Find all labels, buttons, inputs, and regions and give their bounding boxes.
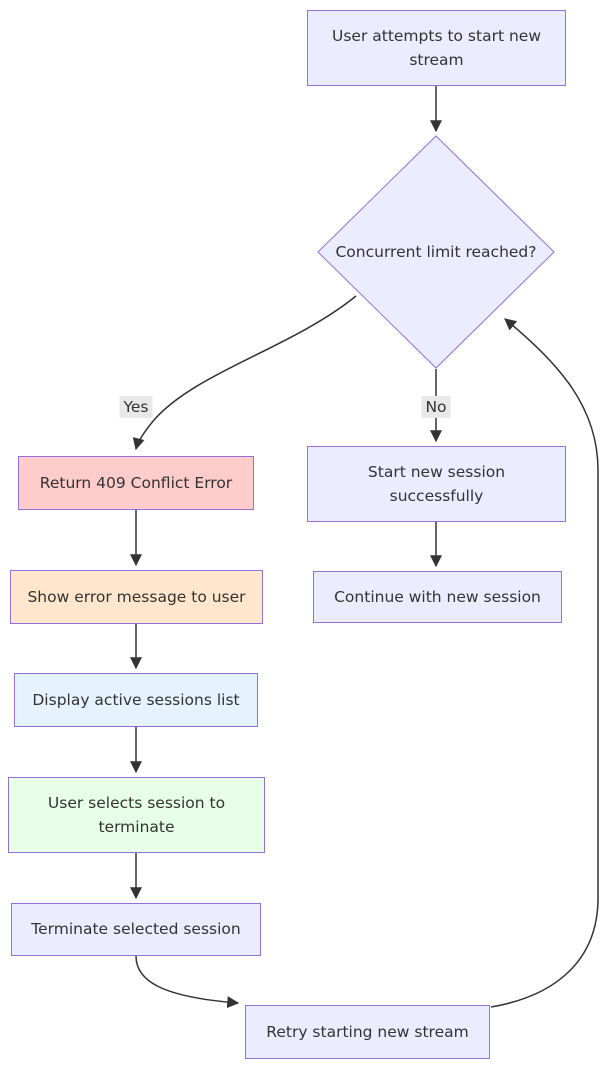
node-select-session: User selects session to terminate [8,777,265,853]
edge-label-no: No [421,395,451,419]
node-retry-stream: Retry starting new stream [245,1005,490,1059]
node-label: Start new session [367,462,506,481]
node-show-error: Show error message to user [10,570,263,624]
node-return-409: Return 409 Conflict Error [18,456,254,510]
node-label: Return 409 Conflict Error [39,473,233,492]
node-label: successfully [389,487,484,505]
node-label: stream [409,51,464,69]
node-label: Terminate selected session [31,920,241,939]
node-terminate-session: Terminate selected session [11,903,261,956]
node-decision-label: Concurrent limit reached? [326,238,546,266]
node-continue-session: Continue with new session [313,571,562,623]
node-label: Display active sessions list [32,690,240,709]
edge-label-yes: Yes [119,395,153,419]
node-start-session: Start new session successfully [307,446,566,522]
node-label: User selects session to [47,793,226,812]
node-start-stream: User attempts to start new stream [307,10,566,86]
node-label: terminate [98,818,175,836]
node-label: Show error message to user [27,587,246,606]
edge-label-text: No [425,397,447,416]
node-label: Retry starting new stream [266,1022,469,1041]
decision-diamond [317,135,555,369]
edge-retry-to-decision [490,318,599,1008]
node-label: User attempts to start new [331,26,541,45]
edge-terminate-to-retry [135,955,240,1009]
node-label: Continue with new session [334,587,541,606]
node-display-sessions: Display active sessions list [14,673,258,727]
edge-label-text: Yes [123,397,149,416]
node-label: Concurrent limit reached? [335,243,537,261]
edge-decision-yes [132,295,357,451]
